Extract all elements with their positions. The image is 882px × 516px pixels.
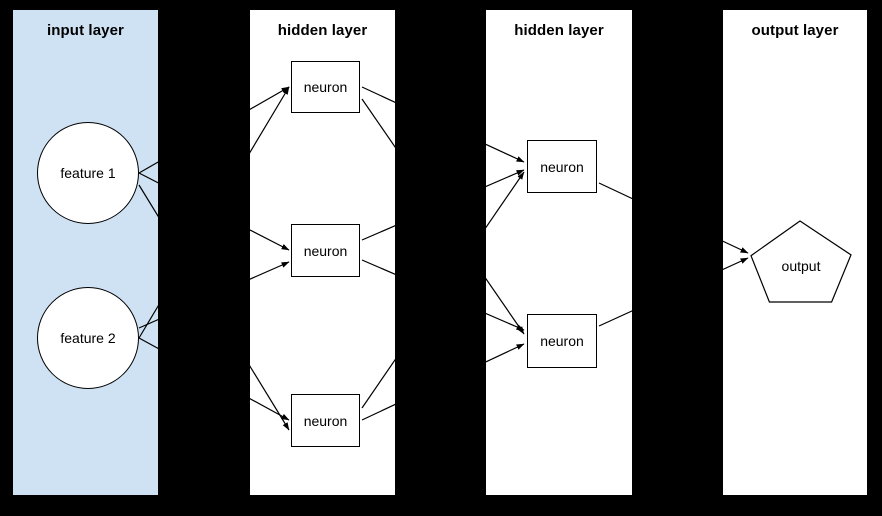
layer-panel-hidden-layer-2 xyxy=(486,10,632,495)
gap-bottom xyxy=(0,495,882,516)
gap-right xyxy=(867,0,882,516)
layer-panel-input-layer xyxy=(13,10,158,495)
gap-top xyxy=(0,0,882,10)
node-h1-neuron-3[interactable]: neuron xyxy=(291,394,360,447)
node-label: neuron xyxy=(303,79,348,95)
gap-hidden1-hidden2 xyxy=(395,0,486,516)
node-h2-neuron-1[interactable]: neuron xyxy=(527,140,597,193)
node-label: feature 1 xyxy=(60,165,116,181)
layer-title-hidden-layer-2: hidden layer xyxy=(514,22,604,39)
pentagon-shape xyxy=(750,220,852,303)
gap-left xyxy=(0,0,13,516)
node-h1-neuron-1[interactable]: neuron xyxy=(291,61,360,113)
node-feature-2[interactable]: feature 2 xyxy=(37,287,139,389)
node-label: neuron xyxy=(540,158,584,175)
node-label: feature 2 xyxy=(60,330,116,346)
node-label: neuron xyxy=(540,333,584,349)
node-feature-1[interactable]: feature 1 xyxy=(37,122,139,224)
gap-hidden2-output xyxy=(632,0,723,516)
layer-title-hidden-layer-1: hidden layer xyxy=(277,22,368,39)
node-label: neuron xyxy=(303,242,348,259)
node-output-node[interactable]: output xyxy=(750,220,852,303)
layer-title-output-layer: output layer xyxy=(751,22,839,39)
node-h2-neuron-2[interactable]: neuron xyxy=(527,314,597,368)
gap-input-hidden1 xyxy=(158,0,250,516)
node-label: neuron xyxy=(303,412,348,429)
node-h1-neuron-2[interactable]: neuron xyxy=(291,224,360,277)
node-label: output xyxy=(781,257,821,274)
layer-title-input-layer: input layer xyxy=(47,22,124,39)
